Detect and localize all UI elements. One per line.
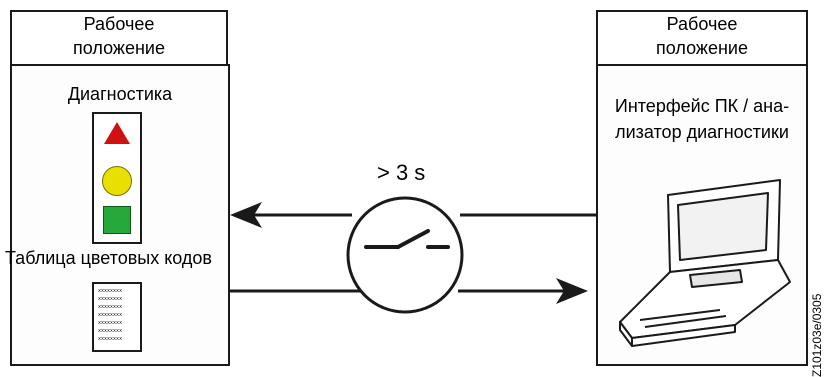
color-table-label: Таблица цветовых кодов [5,248,212,268]
right-station-header: Рабочее положение [596,10,808,66]
switch-circle [346,196,464,314]
right-header-line2: положение [656,38,748,58]
arrow-left-icon [230,202,262,228]
left-header-line1: Рабочее [83,14,155,34]
table-row: xxxxxxxx [98,304,123,310]
pc-interface-label-line2: лизатор диагностики [615,122,789,142]
arrow-right-icon [556,278,588,304]
left-station-header: Рабочее положение [10,10,228,66]
table-row: xxxxxxxx [98,328,123,334]
yellow-led-icon [102,166,132,196]
table-row: xxxxxxxx [98,320,123,326]
table-row: xxxxxxxx [98,336,123,342]
laptop-icon [619,179,791,347]
table-row: xxxxxxxx [98,296,123,302]
green-led-icon [103,206,131,234]
red-warning-led-icon [104,122,130,144]
left-header-line2: положение [73,38,165,58]
color-code-table: xxxxxxxx xxxxxxxx xxxxxxxx xxxxxxxx xxxx… [92,282,142,352]
pc-interface-label-line1: Интерфейс ПК / ана- [614,96,790,116]
table-row: xxxxxxxx [98,312,123,318]
table-row: xxxxxxxx [98,288,123,294]
switch-contact-icon [364,229,450,249]
time-threshold-label: > 3 s [377,160,426,185]
connection-diagram [230,179,791,347]
right-header-line1: Рабочее [666,14,738,34]
diagnostics-label: Диагностика [67,84,173,104]
